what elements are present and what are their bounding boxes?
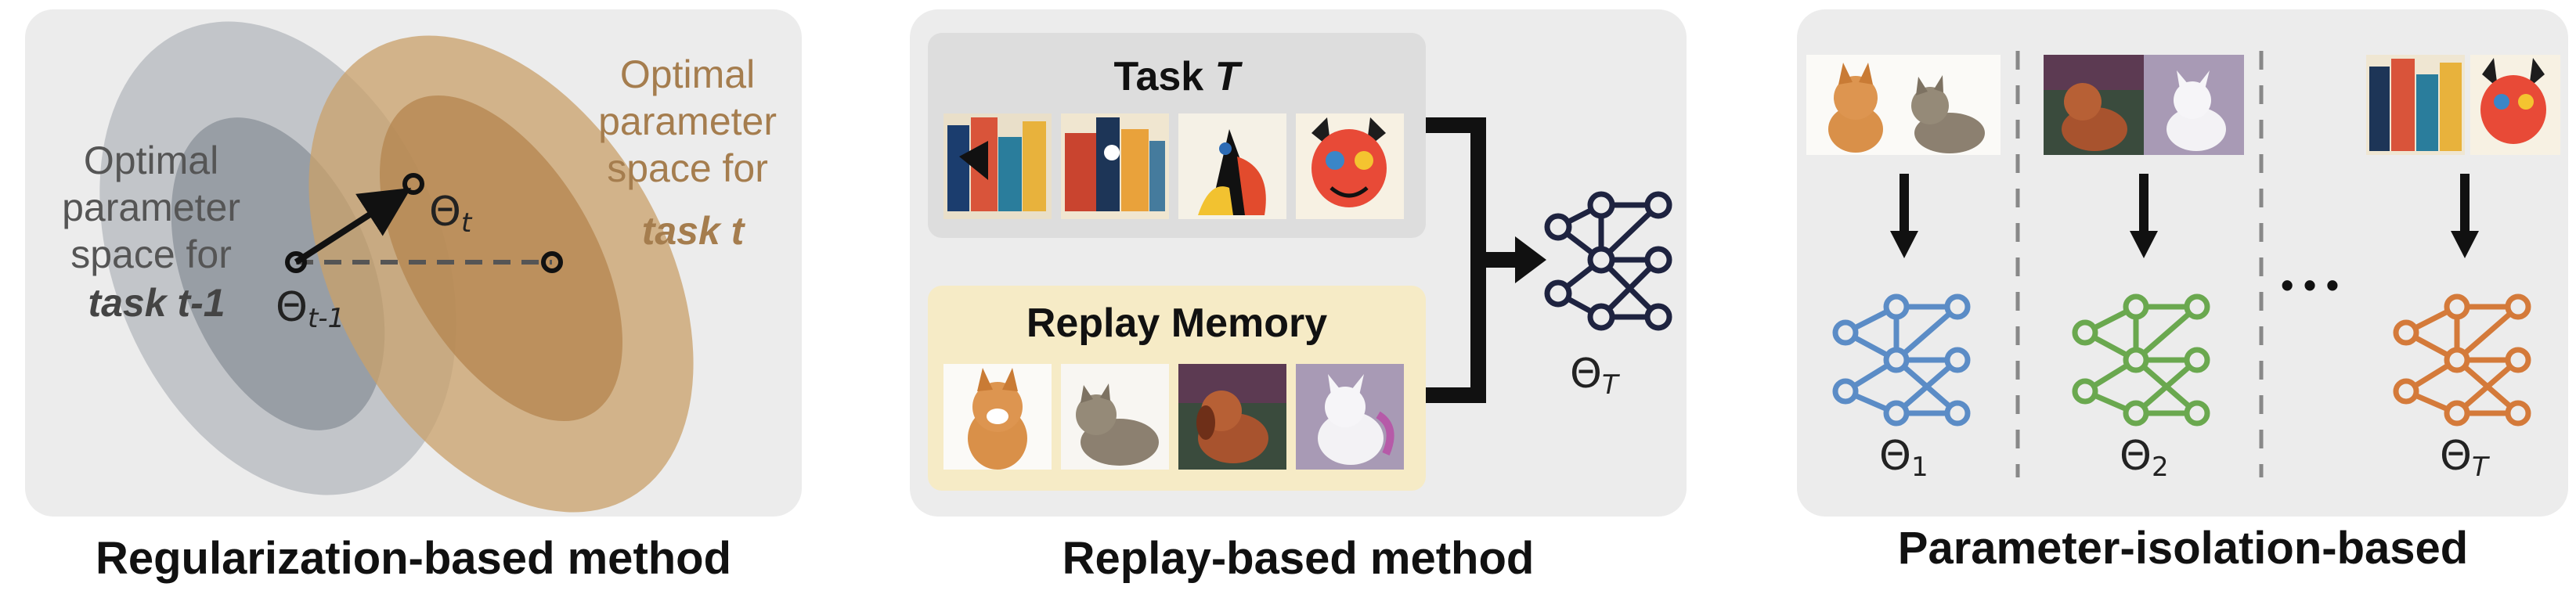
network-node (2508, 403, 2528, 423)
taskT-images (2366, 55, 2560, 155)
network-node (1835, 322, 1856, 343)
network-node (2075, 381, 2095, 401)
isolation-panel: • • • Θ1 Θ2 ΘT Parameter-isolation-based (1797, 9, 2568, 574)
network-node (1835, 381, 1856, 401)
network-node (2126, 297, 2146, 317)
network-node (2126, 350, 2146, 370)
replay-caption: Replay-based method (1063, 533, 1535, 584)
network-node (1886, 403, 1907, 423)
network-node (2075, 322, 2095, 343)
task-image-4 (1296, 113, 1404, 219)
network-node (2396, 322, 2416, 343)
replay-panel: Task T (910, 9, 1687, 584)
memory-image-1 (943, 364, 1052, 470)
network-node (1947, 350, 1968, 370)
memory-image-4 (1296, 364, 1404, 470)
network-node (2396, 381, 2416, 401)
network-node (2447, 297, 2467, 317)
task-box-title: Task T (1114, 54, 1243, 99)
network-node (2447, 403, 2467, 423)
task2-images (2044, 55, 2244, 155)
network-node (2447, 350, 2467, 370)
regularization-caption: Regularization-based method (96, 533, 731, 584)
task-image-3 (1178, 113, 1286, 219)
network-node (2187, 350, 2207, 370)
task-image-1 (943, 113, 1052, 219)
network-node (2187, 297, 2207, 317)
network-node (1947, 403, 1968, 423)
network-node (2187, 403, 2207, 423)
task1-images (1806, 55, 2001, 155)
network-node (1886, 350, 1907, 370)
regularization-panel: Optimal parameter space for task t-1 Opt… (25, 0, 802, 584)
ellipsis: • • • (2281, 265, 2339, 305)
isolation-caption: Parameter-isolation-based (1898, 523, 2468, 574)
memory-image-3 (1178, 364, 1286, 470)
memory-box-title: Replay Memory (1026, 301, 1327, 346)
network-node (2508, 297, 2528, 317)
memory-image-2 (1061, 364, 1169, 470)
network-node (1886, 297, 1907, 317)
task-image-2 (1061, 113, 1169, 219)
network-node (1947, 297, 1968, 317)
network-node (2126, 403, 2146, 423)
network-node (2508, 350, 2528, 370)
